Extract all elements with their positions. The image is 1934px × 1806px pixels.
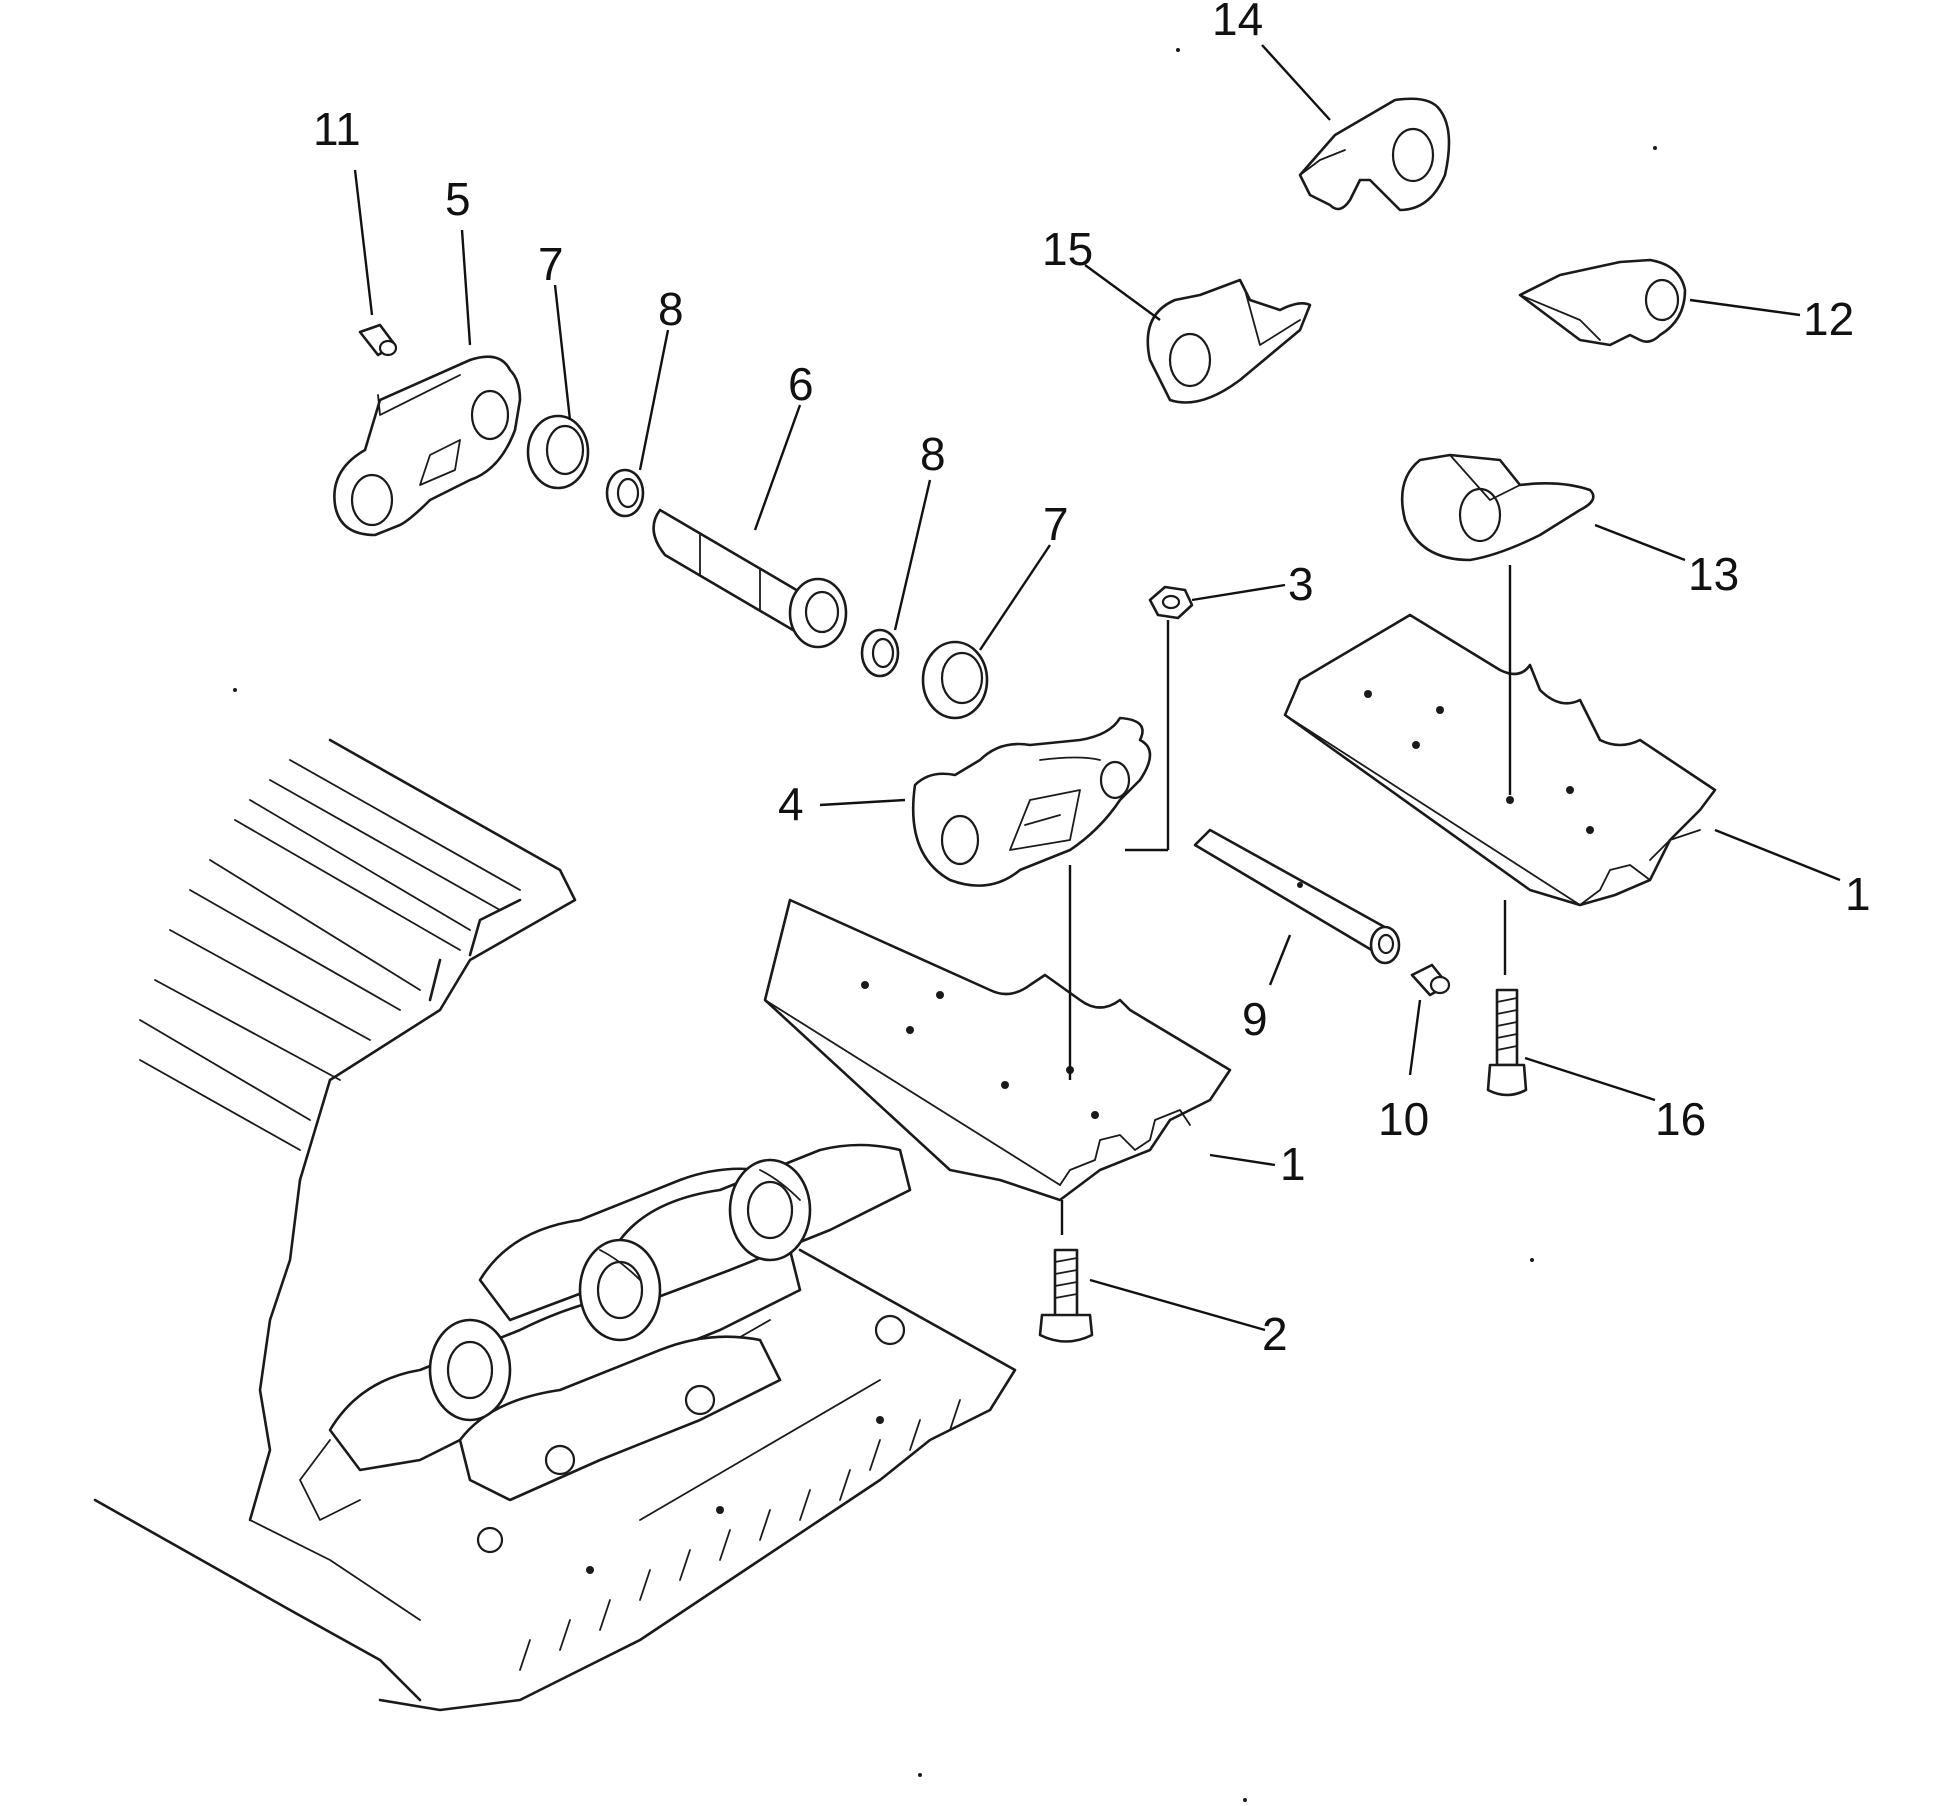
callout-1-upper: 1 xyxy=(1845,868,1871,920)
master-link-half-lower xyxy=(1400,453,1595,562)
callout-7-right: 7 xyxy=(1043,498,1069,550)
callout-8-left: 8 xyxy=(658,283,684,335)
shoe-bolt-upper xyxy=(1486,988,1528,1097)
callout-8-right: 8 xyxy=(920,428,946,480)
dust-plug-right xyxy=(1410,963,1451,997)
callout-1-lower: 1 xyxy=(1280,1138,1306,1190)
callout-labels: 1 1 2 3 4 5 6 7 7 8 8 9 10 11 12 13 14 1… xyxy=(313,0,1871,1360)
callout-12: 12 xyxy=(1803,293,1854,345)
master-link-half-right xyxy=(1518,258,1687,347)
seal-right xyxy=(921,640,989,720)
master-link-half-top xyxy=(1298,97,1451,212)
seal-left xyxy=(526,414,590,490)
assembled-track-chain xyxy=(93,738,1017,1712)
callout-6: 6 xyxy=(788,358,814,410)
track-link-right xyxy=(911,716,1152,887)
shoe-nut xyxy=(1148,585,1194,620)
callout-15: 15 xyxy=(1042,223,1093,275)
track-shoe-lower xyxy=(763,898,1232,1202)
callout-13: 13 xyxy=(1688,548,1739,600)
callout-9: 9 xyxy=(1242,993,1268,1045)
spacer-ring-right xyxy=(860,628,900,678)
master-link-half-left xyxy=(1146,278,1312,404)
callout-5: 5 xyxy=(445,173,471,225)
callout-3: 3 xyxy=(1288,558,1314,610)
callout-2: 2 xyxy=(1262,1308,1288,1360)
dust-plug-left xyxy=(358,323,398,357)
callout-7-left: 7 xyxy=(538,238,564,290)
scan-specks xyxy=(233,48,1657,1802)
shoe-bolt-lower xyxy=(1038,1248,1094,1343)
master-pin xyxy=(1193,828,1401,965)
callout-10: 10 xyxy=(1378,1093,1429,1145)
callout-4: 4 xyxy=(778,778,804,830)
callout-14: 14 xyxy=(1212,0,1263,45)
callout-leaders xyxy=(353,44,1841,1332)
track-bushing xyxy=(652,508,848,649)
spacer-ring-left xyxy=(605,468,645,518)
callout-11: 11 xyxy=(313,103,361,155)
callout-16: 16 xyxy=(1655,1093,1706,1145)
assembly-axis-lines xyxy=(1060,565,1512,1235)
track-shoe-upper xyxy=(1283,613,1717,907)
track-link-left xyxy=(333,355,522,537)
